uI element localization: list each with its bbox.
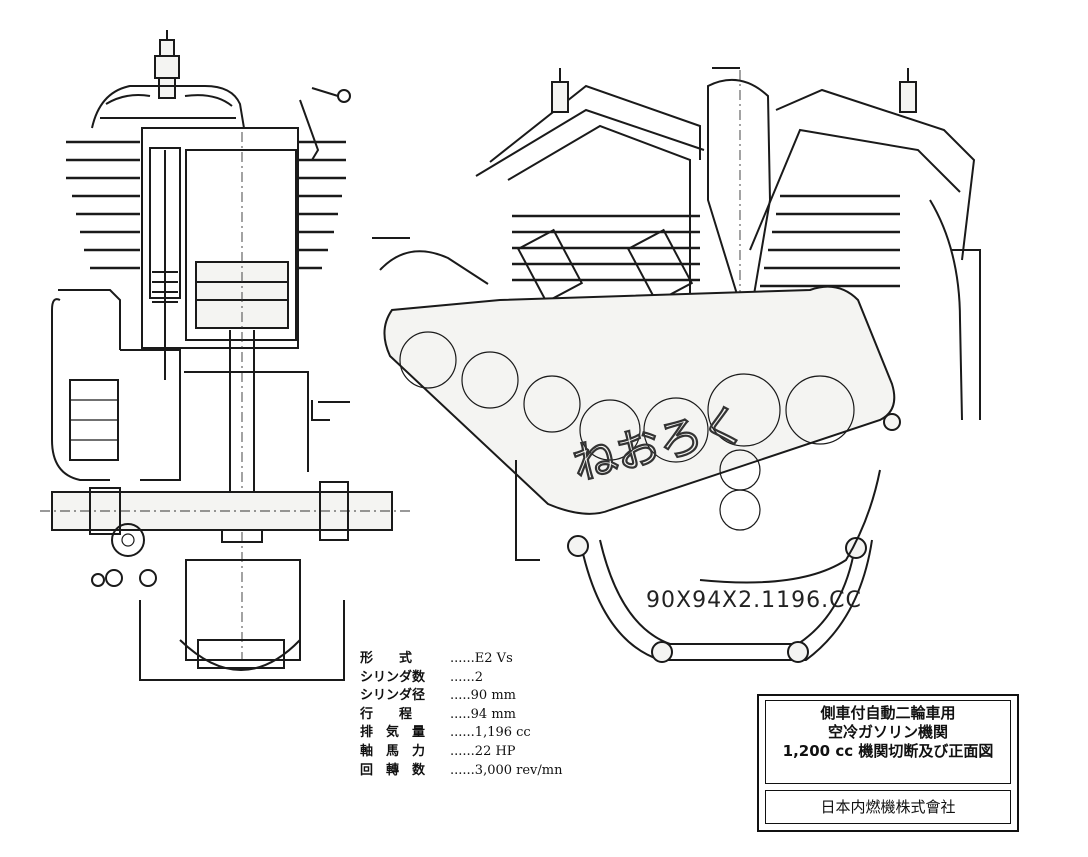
specifications-list: 形 式 ......E2 Vs シリンダ数 ......2 シリンダ径 ....… bbox=[360, 650, 600, 780]
spec-row-cylinders: シリンダ数 ......2 bbox=[360, 669, 600, 688]
spec-label: シリンダ数 bbox=[360, 669, 426, 685]
front-view bbox=[372, 67, 981, 663]
spec-row-type: 形 式 ......E2 Vs bbox=[360, 650, 600, 669]
spec-value: ......22 HP bbox=[450, 743, 516, 759]
title-line: 空冷ガソリン機関 bbox=[827, 723, 948, 741]
cylinder-head-fins bbox=[91, 85, 351, 161]
spec-row-bore: シリンダ径 .....90 mm bbox=[360, 687, 600, 706]
spark-plug-icon bbox=[154, 30, 180, 99]
front-cylinder-right bbox=[749, 68, 981, 421]
dimension-label: 90X94X2.1196.CC bbox=[646, 588, 862, 613]
spec-row-rpm: 回 轉 数 ......3,000 rev/mn bbox=[360, 762, 600, 781]
spec-row-displacement: 排 気 量 ......1,196 cc bbox=[360, 724, 600, 743]
spec-value: .....90 mm bbox=[450, 688, 516, 704]
spec-row-power: 軸 馬 力 ......22 HP bbox=[360, 743, 600, 762]
cylinder-fins bbox=[66, 140, 346, 270]
spec-value: ......2 bbox=[450, 669, 484, 685]
spec-value: ......3,000 rev/mn bbox=[450, 762, 563, 778]
spec-label: 軸 馬 力 bbox=[360, 743, 426, 759]
title-line: 側車付自動二輪車用 bbox=[820, 704, 956, 722]
title-block: 側車付自動二輪車用 空冷ガソリン機関 1,200 cc 機関切断及び正面図 日本… bbox=[757, 694, 1019, 832]
spec-label: 排 気 量 bbox=[360, 725, 426, 741]
spec-label: 回 轉 数 bbox=[360, 762, 426, 778]
gear-cover bbox=[51, 289, 121, 481]
timing-cover bbox=[383, 285, 896, 531]
title-line: 1,200 cc 機関切断及び正面図 bbox=[782, 742, 994, 760]
crankcase bbox=[40, 349, 410, 681]
spec-label: 形 式 bbox=[360, 651, 413, 666]
spec-label: 行 程 bbox=[360, 706, 413, 722]
spec-label: シリンダ径 bbox=[360, 688, 426, 704]
spec-value: ......E2 Vs bbox=[450, 651, 513, 666]
front-cylinder-left bbox=[475, 68, 705, 304]
sectional-view bbox=[40, 30, 410, 681]
spec-value: .....94 mm bbox=[450, 706, 516, 722]
manufacturer-name: 日本内燃機株式會社 bbox=[765, 790, 1011, 824]
title-main: 側車付自動二輪車用 空冷ガソリン機関 1,200 cc 機関切断及び正面図 bbox=[765, 700, 1011, 784]
cylinder-bore bbox=[141, 127, 299, 660]
spec-value: ......1,196 cc bbox=[450, 725, 531, 741]
spec-row-stroke: 行 程 .....94 mm bbox=[360, 706, 600, 725]
